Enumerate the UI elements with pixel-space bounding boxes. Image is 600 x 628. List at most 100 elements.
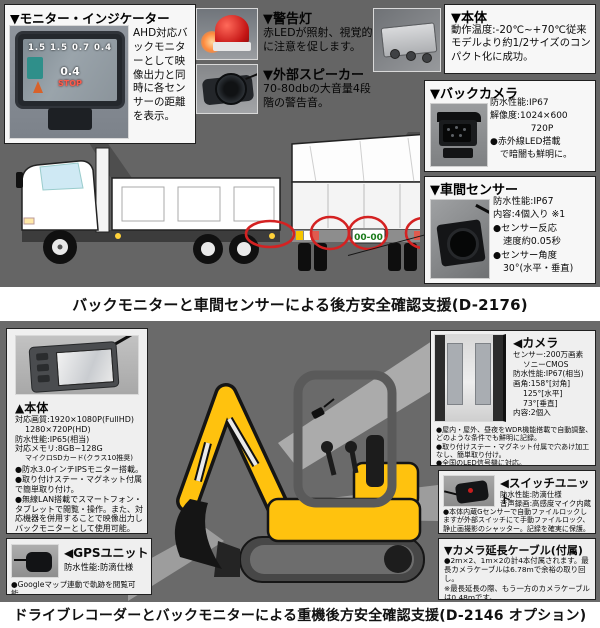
- recorder-photo: [15, 335, 139, 395]
- recorder-main-unit-title: ▲本体: [15, 401, 49, 415]
- ir-led: [451, 134, 454, 137]
- monitor-stand: [48, 108, 92, 130]
- spec-line: 防水性能:IP67: [493, 196, 554, 207]
- marker-light: [269, 233, 275, 239]
- switch-unit-bullet: ●本体内蔵Gセンサーで自動ファイルロックしますが外部スイッチにて手動ファイルロッ…: [443, 508, 590, 533]
- building: [475, 343, 491, 405]
- spec-line: センサー:200万画素: [513, 350, 584, 359]
- warning-light-dome: [215, 15, 249, 45]
- speaker-disc: [215, 73, 247, 105]
- spec-line: 内容:4個入り ※1: [493, 209, 566, 221]
- window-pillar: [435, 335, 445, 421]
- monitor-screen: 1.5 1.5 0.7 0.4 0.4 STOP: [23, 39, 117, 101]
- spec-line: 防水性能:IP67(相当): [513, 369, 584, 379]
- monitor-photo: 1.5 1.5 0.7 0.4 0.4 STOP: [9, 25, 129, 139]
- spec-line: ●赤外線LED搭載: [490, 137, 561, 148]
- bullet-line: ●全国のLED信号機に対応。: [436, 459, 526, 466]
- switch-unit-specs: 防水性能:防滴仕様 音声録画:高感度マイク内蔵: [500, 490, 594, 509]
- excavator-diagram-panel: ▲本体 対応画質:1920×1080P(FullHD) 1280×720P(HD…: [0, 321, 600, 602]
- camera-bracket: [443, 148, 473, 158]
- extension-cable-bullets: ●2m×2、1m×2の計4本付属されます。最長カメラケーブルは6.78mで余裕の…: [444, 556, 592, 600]
- gps-photo: [11, 544, 59, 578]
- cab-frame: [293, 370, 397, 508]
- excavator-illustration: [128, 337, 438, 601]
- recorder-camera-title: ◀カメラ: [513, 336, 559, 350]
- spec-line: 720P: [530, 124, 554, 135]
- truck-rear-face: [291, 181, 420, 231]
- spec-line: 125°[水平]: [523, 388, 563, 398]
- recorder-specs: 対応画質:1920×1080P(FullHD) 1280×720P(HD) 防水…: [15, 415, 143, 463]
- track-inner: [250, 545, 414, 574]
- speaker-photo: [196, 64, 258, 114]
- camera-mount: [323, 398, 335, 408]
- spec-line: 防水性能:IP67: [490, 98, 549, 108]
- truck-illustration: 00-00: [16, 132, 420, 271]
- recorder-device: [28, 340, 120, 394]
- ir-led: [447, 128, 450, 131]
- truck-diagram-panel: 00-00 ▼モニター・インジケーター: [0, 0, 600, 287]
- spec-line: ソニーCMOS: [523, 359, 569, 369]
- gap-sensor-title: ▼車間センサー: [430, 183, 518, 198]
- ir-led: [463, 128, 466, 131]
- bed-panel: [177, 186, 221, 222]
- spec-line: マイクロSDカード(クラス10推奨): [25, 454, 133, 462]
- spec-line: で暗闇も鮮明に。: [500, 150, 573, 161]
- monitor-indicator-box: ▼モニター・インジケーター 1.5 1.5 0.7 0.4 0.4 STOP A…: [4, 4, 196, 144]
- truck-wheels: [43, 230, 259, 264]
- recorder-feature-bullets: ●防水3.0インチIPSモニター搭載。 ●取り付けステー・マグネット付属で簡単取…: [15, 465, 143, 533]
- excavator-on-screen: [27, 57, 43, 79]
- warning-light-title: ▼警告灯: [263, 12, 312, 27]
- gap-sensor-specs: 防水性能:IP67 内容:4個入り ※1 ●センサー反応 速度約0.05秒 ●セ…: [493, 195, 595, 276]
- switch-button: [468, 488, 473, 493]
- window-pillar: [493, 335, 503, 421]
- gap-sensor-photo: [430, 199, 490, 279]
- extension-cable-title: ▼カメラ延長ケーブル(付属): [444, 544, 583, 557]
- lever-knob: [321, 441, 333, 453]
- bed-panel: [121, 186, 165, 222]
- truck-windshield: [39, 162, 84, 191]
- license-plate: [351, 228, 386, 244]
- bed-panel: [233, 186, 275, 222]
- main-unit-description: 動作温度:-20℃~+70℃従来モデルより約1/2サイズのコンパクト化に成功。: [451, 24, 591, 63]
- mounted-camera: [311, 407, 325, 419]
- gps-spec: 防水性能:防滴仕様: [64, 562, 134, 572]
- spec-line: 対応メモリ:8GB~128G: [15, 444, 103, 454]
- gps-unit-box: ◀GPSユニット 防水性能:防滴仕様 ●Googleマップ連動で軌跡を閲覧可能。: [6, 538, 152, 595]
- track-wheel: [384, 545, 412, 573]
- spec-line: 30°(水平・垂直): [503, 263, 574, 275]
- tail-lights: [296, 231, 420, 240]
- lever-knob: [345, 441, 357, 453]
- warning-light-photo: [196, 8, 258, 60]
- monitor-indicator-description: AHD対応バックモニターとして映像出力と同時に各センサーの距離を表示。: [133, 27, 188, 123]
- spec-line: ●センサー反応: [493, 222, 557, 234]
- sensor-cable: [475, 203, 489, 215]
- gps-puck: [26, 552, 52, 572]
- spec-line: 速度約0.05秒: [503, 236, 561, 248]
- connector-jack: [406, 51, 416, 61]
- control-lever: [349, 450, 359, 474]
- sensor-distance-values: 1.5 1.5 0.7 0.4: [27, 43, 113, 53]
- back-camera-title: ▼バックカメラ: [430, 87, 518, 102]
- bullet-line: ※最長延長の際、もう一方のカメラケーブルは0.48mです。: [444, 583, 590, 600]
- bullet-line: ●2m×2、1m×2の計4本付属されます。最長カメラケーブルは6.78mで余裕の…: [444, 556, 589, 583]
- recorder-button: [36, 363, 50, 372]
- back-camera-box: ▼バックカメラ 防水性能:IP67 解像度:1024×600 720P ●赤外線…: [424, 80, 596, 172]
- camera-hood: [437, 112, 481, 122]
- connector-jack: [422, 53, 432, 63]
- beam-to-camera-box: [278, 337, 438, 471]
- bullet-line: ●取り付けステー・マグネット付属で穴あけ加工なし、簡単取り付け。: [436, 442, 590, 459]
- spec-line: 1280×720P(HD): [25, 424, 91, 434]
- operator-seat: [366, 435, 384, 487]
- recorder-main-unit-box: ▲本体 対応画質:1920×1080P(FullHD) 1280×720P(HD…: [6, 328, 148, 534]
- camera-view-photo: [434, 334, 506, 422]
- ir-led: [459, 134, 462, 137]
- hydraulic-cylinder: [196, 442, 210, 482]
- stop-warning-text: STOP: [58, 79, 82, 88]
- switch-unit-title: ◀スイッチユニット: [500, 476, 590, 506]
- spec-line: 防水性能:防滴仕様: [500, 490, 562, 499]
- excavator-system-caption: ドライブレコーダーとバックモニターによる重機後方安全確認支援(D-2146 オプ…: [0, 602, 600, 628]
- rear-wheels: [298, 243, 417, 271]
- spec-line: 防水性能:IP65(相当): [15, 434, 90, 444]
- truck-headlight: [23, 217, 35, 225]
